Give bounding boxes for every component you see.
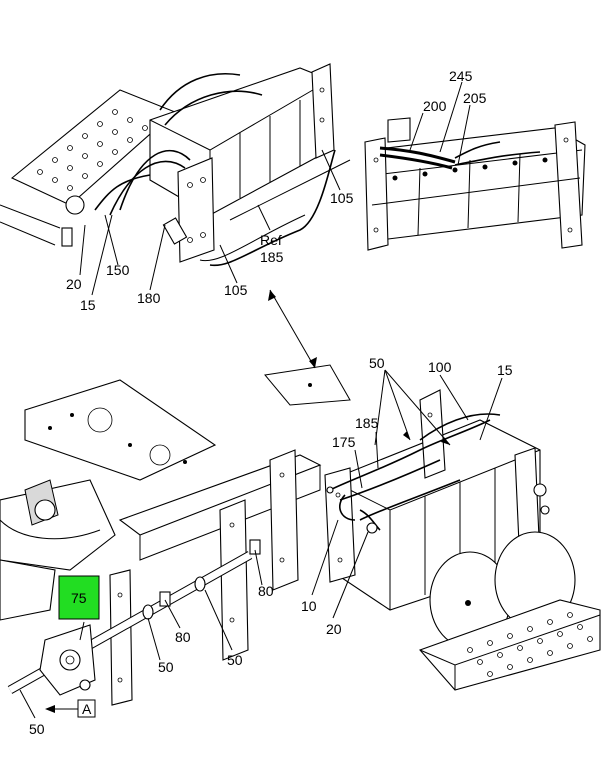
callout-20-top: 20 — [66, 276, 82, 292]
callout-185-ref: 185 — [260, 249, 284, 265]
callout-105-top: 105 — [330, 190, 354, 206]
highlight-box — [58, 575, 100, 620]
callout-labels: 245 200 205 105 Ref 185 20 150 15 180 10… — [29, 68, 513, 737]
callout-15-top: 15 — [80, 297, 96, 313]
callout-50-b: 50 — [227, 652, 243, 668]
view-reference-a: A — [77, 699, 96, 718]
callout-200: 200 — [423, 98, 447, 114]
callout-150: 150 — [106, 262, 130, 278]
callout-245: 245 — [449, 68, 473, 84]
callout-100: 100 — [428, 359, 452, 375]
main-step-perforations — [467, 612, 593, 677]
callout-ref: Ref — [260, 232, 282, 248]
callout-15-right: 15 — [497, 362, 513, 378]
view-a-box — [77, 699, 96, 718]
callout-75: 75 — [71, 590, 87, 606]
view-a-label: A — [82, 701, 92, 717]
callout-185: 185 — [355, 415, 379, 431]
main-assembly — [0, 364, 601, 706]
callout-80-b: 80 — [175, 629, 191, 645]
callout-50-c: 50 — [29, 721, 45, 737]
callout-180: 180 — [137, 290, 161, 306]
callout-205: 205 — [463, 90, 487, 106]
detail-battery-box-left — [0, 63, 351, 267]
callout-20-bottom: 20 — [326, 621, 342, 637]
callout-10: 10 — [301, 598, 317, 614]
highlighted-callout-75[interactable]: 75 — [58, 575, 100, 620]
callout-50-a: 50 — [158, 659, 174, 675]
callout-175: 175 — [332, 434, 356, 450]
leader-lines — [19, 81, 503, 719]
detail-battery-tray-right — [364, 117, 586, 251]
callout-105-bottom: 105 — [224, 282, 248, 298]
step-perforations — [37, 109, 148, 191]
callout-50-top: 50 — [369, 355, 385, 371]
callout-80-a: 80 — [258, 583, 274, 599]
